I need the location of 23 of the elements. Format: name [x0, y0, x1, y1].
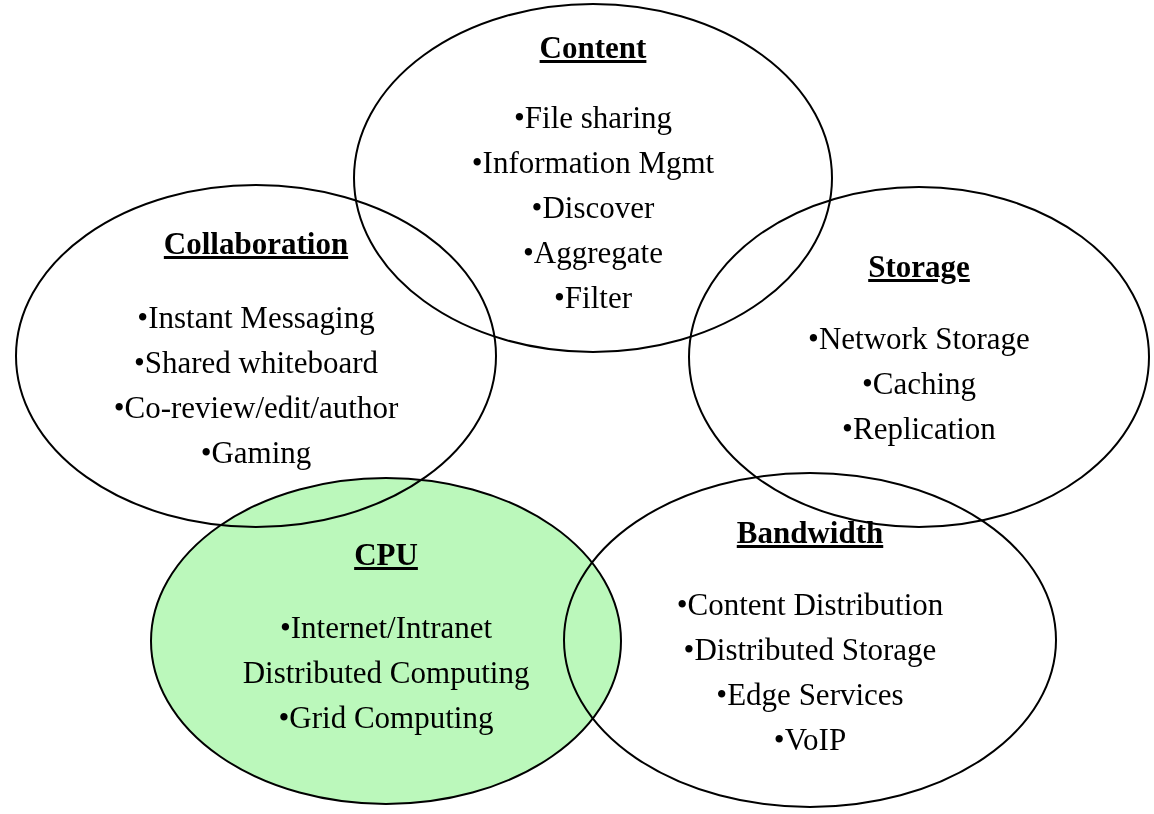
section-heading: Bandwidth	[736, 515, 884, 551]
bullet-item: •Replication	[842, 410, 996, 448]
section-heading: Storage	[868, 249, 970, 285]
bullet-item: •Co-review/edit/author	[113, 389, 399, 427]
bullet-item: •VoIP	[773, 721, 847, 759]
section-heading: Content	[539, 30, 647, 66]
bullet-item: •Aggregate	[523, 234, 663, 272]
bullet-item: •File sharing	[513, 99, 673, 137]
bullet-item: •Discover	[531, 189, 655, 227]
bullet-item: •Network Storage	[808, 320, 1030, 358]
bullet-item: •Gaming	[200, 434, 312, 472]
bullet-item: •Grid Computing	[278, 699, 494, 737]
bullet-item: •Edge Services	[716, 676, 904, 714]
section-heading: Collaboration	[163, 226, 349, 262]
section-heading: CPU	[354, 537, 418, 573]
bullet-item: •Caching	[861, 365, 977, 403]
bullet-item: •Distributed Storage	[683, 631, 937, 669]
bullet-item: •Information Mgmt	[471, 144, 715, 182]
bullet-item: •Shared whiteboard	[133, 344, 379, 382]
bullet-item: •Internet/Intranet Distributed Computing	[241, 609, 531, 692]
bullet-item: •Filter	[554, 279, 632, 317]
bullet-item: •Instant Messaging	[137, 299, 375, 337]
bullet-item: •Content Distribution	[676, 586, 944, 624]
